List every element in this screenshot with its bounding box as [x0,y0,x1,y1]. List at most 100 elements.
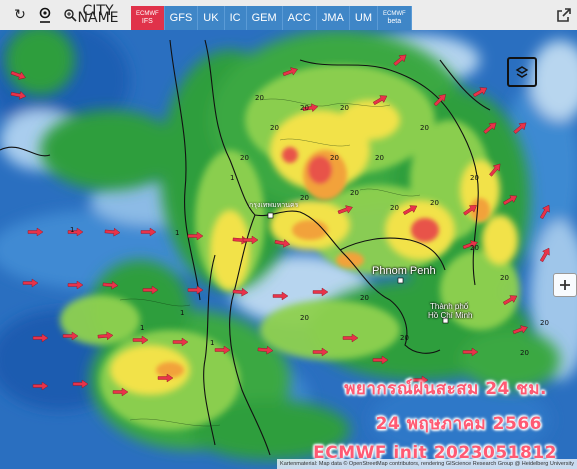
model-tab-label: IFS [141,17,153,25]
wind-arrow [412,375,429,385]
model-tab-gem[interactable]: GEM [246,6,283,30]
contour-lines [119,98,421,427]
city-label-hcm-line2: Hồ Chí Minh [428,311,473,320]
share-button[interactable] [555,6,573,24]
model-tab-label: JMA [321,11,344,24]
rain-value-label: 20 [300,194,309,202]
model-tab-label: GEM [251,11,277,24]
rain-value-label: 20 [340,104,349,112]
wind-arrow [67,227,84,237]
wind-arrow [132,335,149,345]
city-names-toggle[interactable]: CITY NAME [78,2,119,28]
bangkok-marker[interactable] [267,212,274,219]
plus-icon [560,280,570,290]
location-button[interactable] [33,2,57,28]
wind-arrow [483,122,497,134]
wind-arrow [502,295,518,306]
wind-arrow [62,331,79,341]
rain-value-label: 1 [70,226,74,234]
wind-arrow [539,204,550,220]
wind-arrow [312,287,329,297]
wind-arrow [172,337,189,347]
reload-icon: ↻ [14,7,26,23]
model-tab-sub: ECMWF [382,10,406,17]
wind-arrow [214,345,231,355]
wind-arrow [337,205,353,215]
rain-value-label: 1 [175,229,179,237]
wind-arrow [27,227,44,237]
model-tab-acc[interactable]: ACC [282,6,317,30]
wind-arrow [272,291,289,301]
wind-arrow [72,379,89,389]
wind-arrow [187,231,204,241]
wind-arrow [312,347,329,357]
layers-icon [515,66,529,78]
model-tab-label: ACC [287,11,311,24]
wind-arrow [462,240,478,250]
layer-toggle-button[interactable] [507,57,537,87]
rain-field-heavy [156,147,490,378]
model-tab-label: beta [387,17,402,25]
city-toggle-top: CITY [82,3,114,19]
rain-value-label: 20 [390,204,399,212]
model-tab-uk[interactable]: UK [198,6,225,30]
model-tab-label: GFS [169,11,193,24]
phnom-penh-marker[interactable] [397,277,404,284]
wind-arrow [539,247,550,263]
wind-arrow [472,87,488,98]
rain-value-label: 1 [140,324,144,332]
wind-arrow [393,54,407,66]
location-pin-icon [39,7,51,23]
rain-value-label: 1 [210,339,214,347]
wind-arrow [104,227,121,237]
rain-value-label: 20 [420,124,429,132]
wind-arrow [462,347,479,357]
wind-arrow [274,239,291,248]
rain-value-label: 20 [240,154,249,162]
wind-arrow [402,205,418,216]
wind-arrow [372,355,389,365]
model-tab-gfs[interactable]: GFS [164,6,199,30]
reload-button[interactable]: ↻ [8,2,32,28]
wind-arrow [97,331,114,341]
model-tab-ic[interactable]: IC [224,6,247,30]
wind-arrow [187,285,204,295]
model-tab-sub: ECMWF [136,10,159,17]
wind-arrow [512,325,528,335]
rain-value-label: 1 [230,174,234,182]
share-export-icon [557,8,571,22]
zoom-tool-button[interactable] [58,2,82,28]
wind-arrow [502,195,518,206]
wind-arrow [10,70,26,80]
wind-arrow [142,285,159,295]
forecast-title: พยากรณ์ฝนสะสม 24 ชม. [344,379,547,399]
zoom-button[interactable] [553,273,577,297]
wind-arrow [140,227,157,237]
model-tab-label: UM [354,11,372,24]
rain-value-label: 20 [350,189,359,197]
wind-arrow [257,345,274,355]
rain-value-label: 20 [330,154,339,162]
rain-value-label: 20 [500,274,509,282]
wind-arrow [489,163,501,177]
wind-arrow [32,381,49,391]
model-tab-jma[interactable]: JMA [316,6,350,30]
rain-value-label: 20 [300,314,309,322]
wind-arrow [67,280,84,290]
rain-value-label: 20 [470,174,479,182]
rain-value-label: 20 [540,319,549,327]
ho-chi-minh-marker[interactable] [442,317,449,324]
model-tab-um[interactable]: UM [349,6,378,30]
wind-arrow [302,103,319,112]
wind-arrow [102,280,119,290]
rain-value-label: 20 [400,334,409,342]
city-label-hcm-line1: Thành phố [430,302,469,311]
forecast-date: 24 พฤษภาคม 2566 [375,414,542,434]
